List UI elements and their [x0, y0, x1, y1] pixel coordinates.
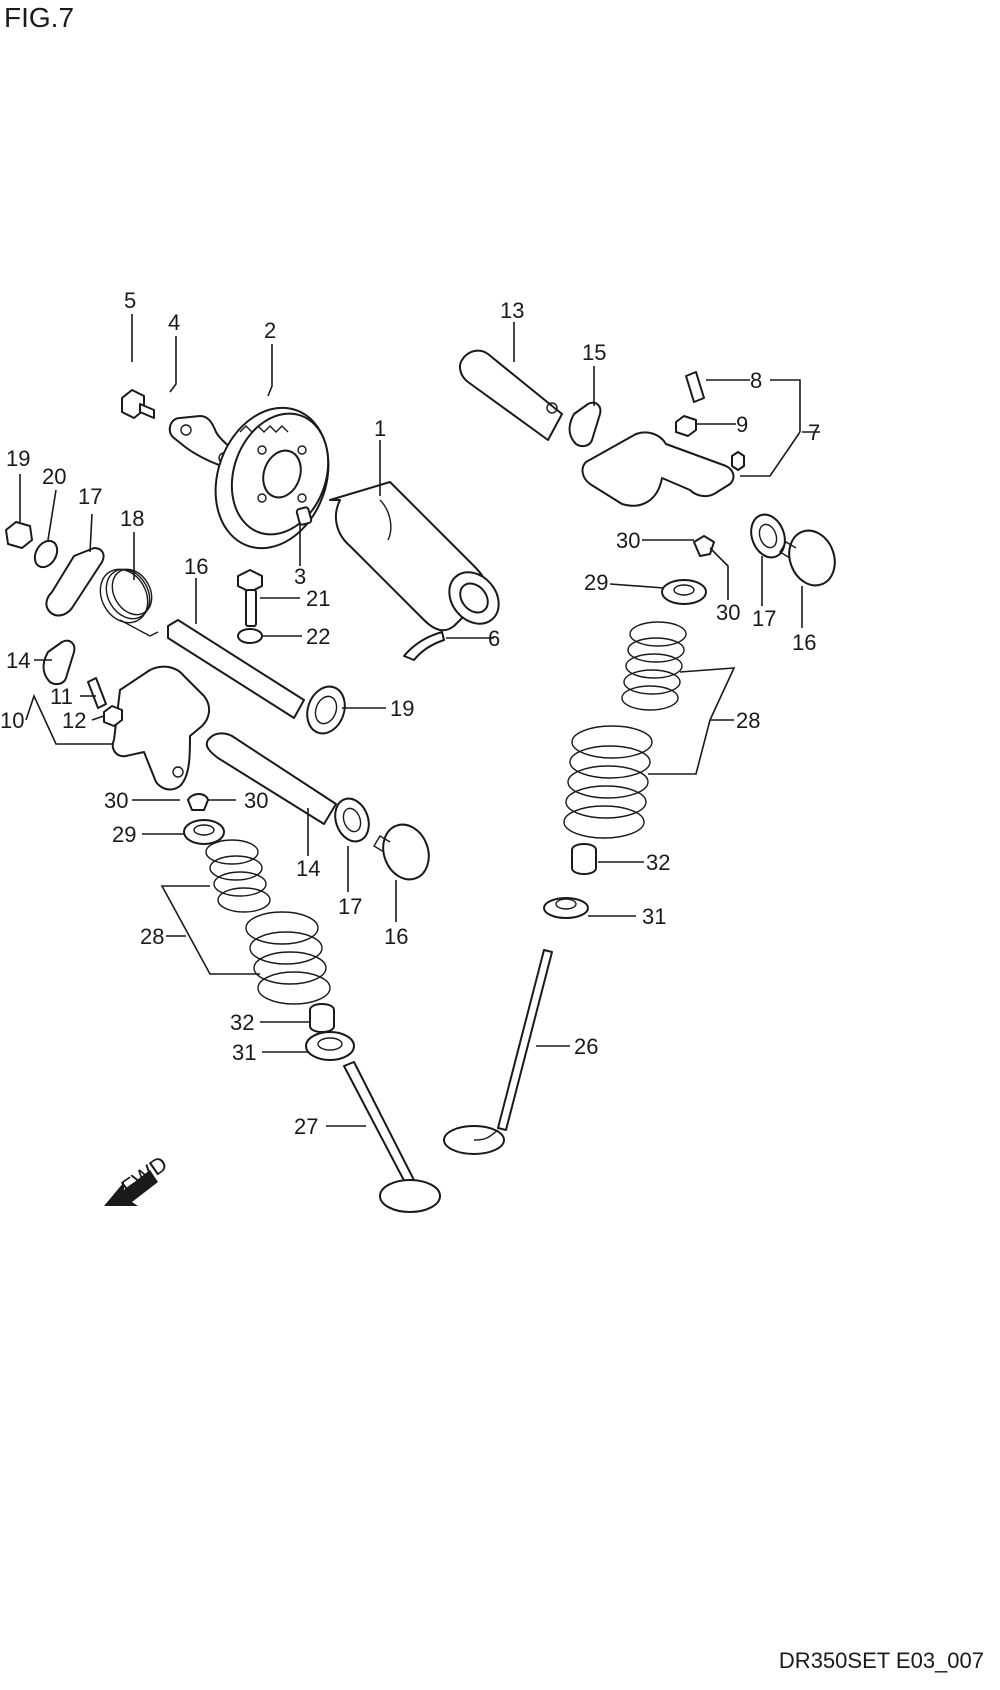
callout-15-lower: 14 [6, 648, 30, 673]
part-retainer-29-lower [183, 819, 225, 845]
callout-6: 6 [488, 626, 500, 651]
part-plug-16-upper [779, 529, 836, 587]
part-shaft-14 [205, 732, 337, 825]
figure-title: FIG.7 [4, 2, 75, 33]
callout-1: 1 [374, 416, 386, 441]
part-seal-32-right [571, 843, 597, 875]
part-camshaft-1 [329, 481, 500, 632]
drawing-code: DR350SET E03_007 [778, 1648, 984, 1673]
part-pin-3 [295, 506, 313, 526]
callout-32-right: 32 [646, 850, 670, 875]
callout-30-b: 30 [716, 600, 740, 625]
part-cotter-30-lower [187, 793, 209, 811]
part-seal-17-lower [334, 797, 370, 843]
part-valve-spring-28-left-small [205, 839, 271, 913]
callout-15-upper: 15 [582, 340, 606, 365]
callout-30-c: 30 [104, 788, 128, 813]
callout-21: 18 [120, 506, 144, 531]
part-nut-12 [103, 705, 123, 727]
part-valve-26 [443, 949, 553, 1155]
callout-26: 26 [574, 1034, 598, 1059]
part-rocker-arm-10 [111, 665, 210, 791]
callout-16-upper: 16 [792, 630, 816, 655]
callout-17-upper: 17 [752, 606, 776, 631]
part-seal-15-lower [42, 639, 76, 686]
callout-19: 19 [390, 696, 414, 721]
part-screw-8 [685, 371, 705, 403]
part-spring-21 [99, 568, 159, 637]
callout-8: 8 [750, 368, 762, 393]
callout-23: 20 [42, 464, 66, 489]
callout-32-left: 32 [230, 1010, 254, 1035]
part-valve-27 [343, 1061, 441, 1213]
part-washer-23 [33, 539, 59, 569]
part-seat-31-left [305, 1031, 355, 1061]
part-plate-20 [45, 547, 105, 617]
callout-3: 3 [294, 564, 306, 589]
callout-10: 10 [0, 708, 24, 733]
callout-31-left: 31 [232, 1040, 256, 1065]
part-seal-32-left [309, 1003, 335, 1033]
callout-29-upper: 29 [584, 570, 608, 595]
callout-22: 19 [6, 446, 30, 471]
callout-30-d: 30 [244, 788, 268, 813]
callout-9: 9 [736, 412, 748, 437]
callout-2: 2 [264, 318, 276, 343]
part-valve-spring-28-left-large [245, 911, 331, 1005]
callout-18: 16 [184, 554, 208, 579]
callout-4: 4 [168, 310, 180, 335]
part-seal-17-upper [750, 513, 786, 559]
callout-24: 21 [306, 586, 330, 611]
svg-text:FWD: FWD [117, 1151, 172, 1200]
part-valve-spring-28-upper [621, 621, 687, 711]
part-shaft-18 [167, 619, 305, 719]
callout-17-lower: 17 [338, 894, 362, 919]
callout-7: 7 [808, 420, 820, 445]
part-seal-15-upper [568, 401, 602, 448]
part-cotter-30-upper [693, 535, 715, 557]
callout-28-left: 28 [140, 924, 164, 949]
callout-11: 11 [50, 684, 73, 709]
part-nut-22 [5, 521, 33, 549]
callout-13: 13 [500, 298, 524, 323]
callout-14: 14 [296, 856, 320, 881]
part-nut-9 [675, 415, 697, 437]
callout-20: 17 [78, 484, 102, 509]
callout-12: 12 [62, 708, 86, 733]
part-bolt-24 [237, 569, 263, 627]
part-sprocket-2 [214, 406, 330, 550]
part-washer-25 [237, 628, 263, 644]
callout-16-lower: 16 [384, 924, 408, 949]
callouts-layer: 5 4 2 1 3 6 13 15 8 9 7 30 30 29 17 16 2… [0, 288, 820, 1139]
callout-28-right: 28 [736, 708, 760, 733]
part-rocker-arm-7 [581, 431, 745, 507]
part-clip-6 [403, 631, 445, 661]
part-bolt-5 [121, 389, 155, 419]
callout-25: 22 [306, 624, 330, 649]
callout-31-right: 31 [642, 904, 666, 929]
callout-30-a: 30 [616, 528, 640, 553]
callout-27: 27 [294, 1114, 318, 1139]
part-seat-31-right [543, 897, 589, 919]
part-retainer-29-upper [661, 579, 707, 605]
fwd-arrow-icon: FWD [104, 1151, 172, 1206]
part-plug-16-lower [373, 823, 430, 881]
part-screw-11 [87, 677, 107, 709]
callout-5: 5 [124, 288, 136, 313]
part-shaft-13 [459, 349, 563, 441]
callout-29-lower: 29 [112, 822, 136, 847]
part-bushing-19 [306, 685, 346, 735]
part-valve-spring-28-lower [563, 725, 653, 839]
